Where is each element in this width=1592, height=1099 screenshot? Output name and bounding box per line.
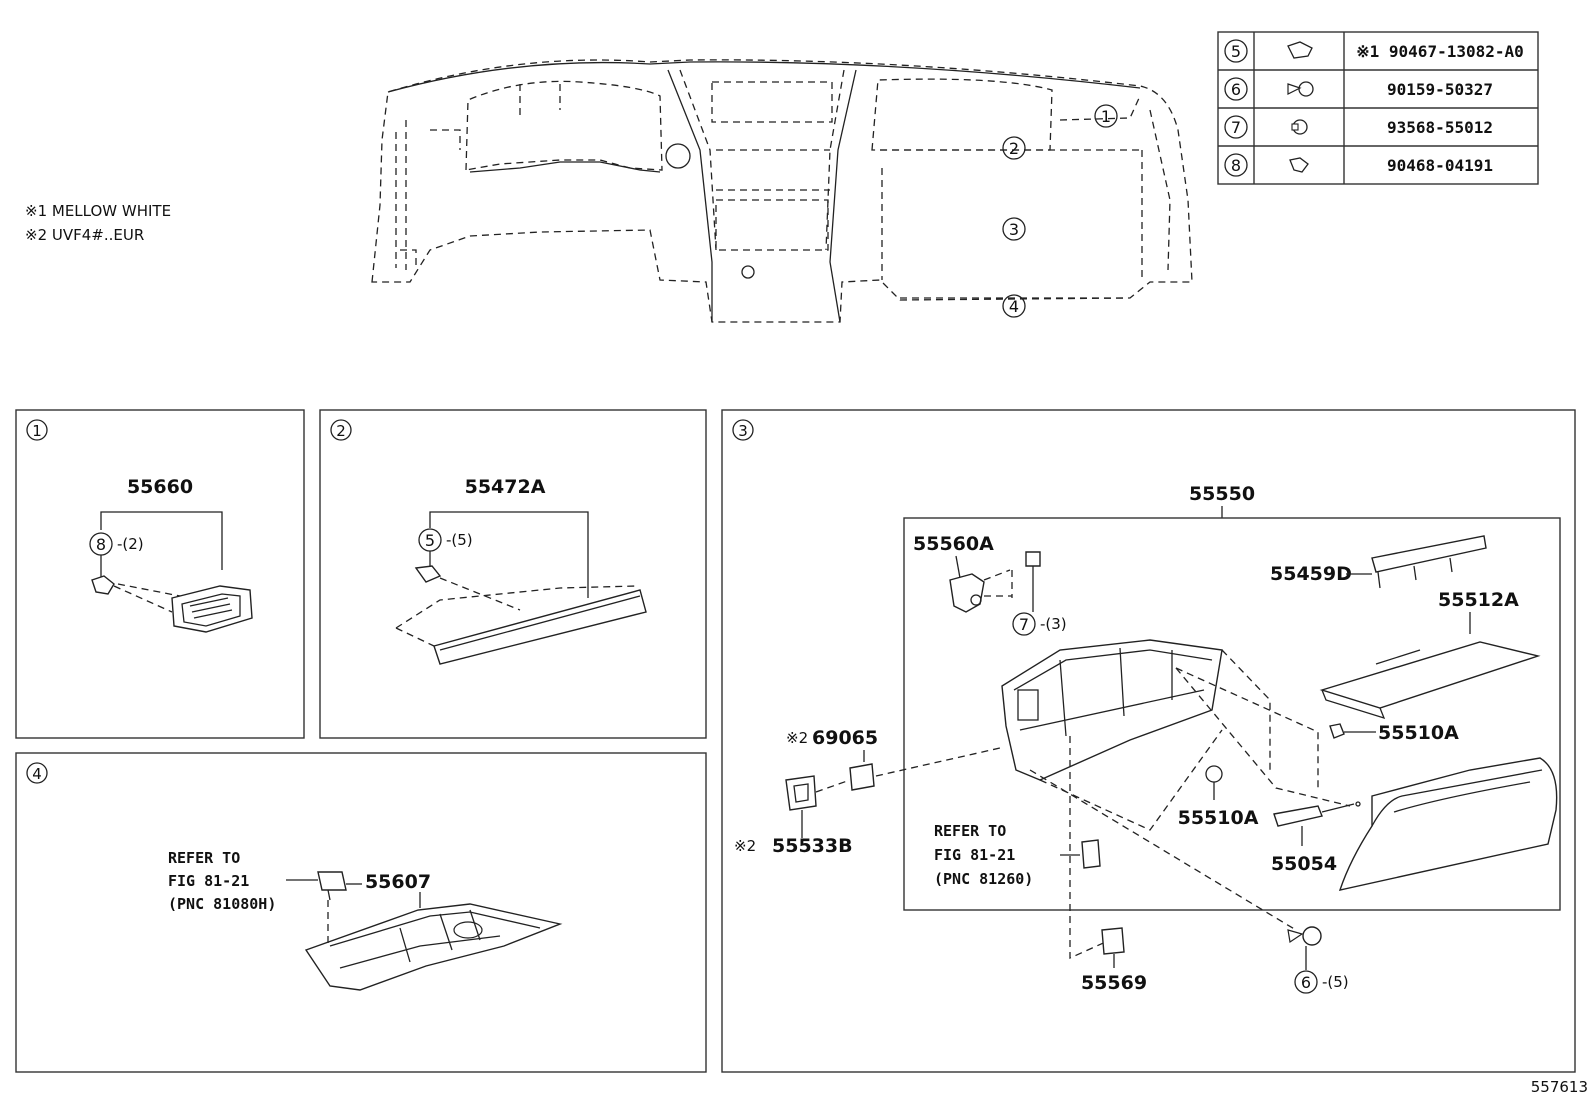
refer-fig-label-p4: FIG 81-21: [168, 872, 249, 890]
refer-to-label-p4: REFER TO: [168, 849, 240, 867]
part-55510A-right: 55510A: [1378, 722, 1459, 744]
part-55569: 55569: [1081, 972, 1147, 994]
cover-55533B: [785, 775, 817, 811]
svg-text:5: 5: [1231, 42, 1241, 61]
clip-icon: [1287, 41, 1313, 59]
part-55512A: 55512A: [1438, 589, 1519, 611]
overview-callout-4: 4: [1002, 294, 1026, 318]
note-uvf4-eur: ※2 UVF4#..EUR: [25, 226, 144, 244]
fastener-table: 5 ※1 90467-13082-A0 6 90159-50327 7 9356…: [1217, 31, 1539, 185]
fastener-part-5: ※1 90467-13082-A0: [1356, 42, 1524, 61]
svg-text:4: 4: [1009, 297, 1019, 316]
table-row-7: 7 93568-55012: [1224, 115, 1493, 139]
detail-panel-1: 1 55660 8 -(2): [15, 409, 305, 739]
clip-55569: [1101, 927, 1125, 955]
detail-panel-2: 2 55472A 5 -(5): [319, 409, 707, 739]
svg-text:7: 7: [1231, 118, 1241, 137]
glove-box-housing: [1001, 639, 1223, 781]
fastener-part-7: 93568-55012: [1387, 118, 1493, 137]
rivet-icon: [1291, 119, 1308, 135]
part-55054: 55054: [1271, 853, 1337, 875]
screw-icon: [1287, 81, 1314, 97]
svg-text:2: 2: [1009, 139, 1019, 158]
refer-fig-label-p3: FIG 81-21: [934, 846, 1015, 864]
refer-to-label-p3: REFER TO: [934, 822, 1006, 840]
fastener-6-callout: 6: [1301, 973, 1311, 992]
part-55550-glove-box-assy: 55550: [1189, 483, 1255, 505]
fastener-5-callout: 5: [425, 531, 435, 550]
refer-pnc-label-p4: (PNC 81080H): [168, 895, 276, 913]
instrument-panel-overview: 1 2 3 4: [371, 59, 1193, 323]
fastener-7-callout: 7: [1019, 615, 1029, 634]
glove-box-damper: [1273, 805, 1323, 827]
mark-55533B: ※2: [734, 837, 756, 855]
part-69065: 69065: [812, 727, 878, 749]
lower-trim-panel: [433, 589, 647, 665]
side-air-vent: [171, 585, 253, 633]
screw-6: [1287, 926, 1322, 946]
panel-1-id: 1: [32, 422, 42, 440]
part-55607: 55607: [365, 871, 431, 893]
glove-box-trim-strip: [1371, 535, 1487, 573]
glove-box-lock: [949, 573, 985, 613]
overview-callout-2: 2: [1002, 136, 1026, 160]
fastener-8-qty: -(2): [117, 535, 144, 553]
part-55660: 55660: [127, 476, 193, 498]
part-55533B: 55533B: [772, 835, 853, 857]
lower-instrument-cover: [304, 903, 563, 991]
part-55560A: 55560A: [913, 533, 994, 555]
detail-panel-3: 3 55550 55560A 7 -(3) 55459D 55512A: [721, 409, 1576, 1073]
diagram-id: 557613: [1531, 1078, 1588, 1096]
note-mellow-white: ※1 MELLOW WHITE: [25, 202, 171, 220]
part-55459D: 55459D: [1270, 563, 1352, 585]
overview-callout-3: 3: [1002, 217, 1026, 241]
mark-69065: ※2: [786, 729, 808, 747]
table-row-6: 6 90159-50327: [1224, 77, 1493, 101]
glove-box-inner-panel: [1319, 641, 1541, 709]
fastener-part-6: 90159-50327: [1387, 80, 1493, 99]
svg-text:8: 8: [1231, 156, 1241, 175]
lamp-switch: [849, 763, 875, 791]
fastener-7-qty: -(3): [1040, 615, 1067, 633]
svg-text:3: 3: [1009, 220, 1019, 239]
part-55472A: 55472A: [465, 476, 546, 498]
connector-81080H: [317, 871, 347, 891]
svg-text:6: 6: [1231, 80, 1241, 99]
panel-3-id: 3: [738, 422, 748, 440]
fastener-6-qty: -(5): [1322, 973, 1349, 991]
fastener-part-8: 90468-04191: [1387, 156, 1493, 175]
fastener-8-callout: 8: [96, 535, 106, 554]
glove-box-assembly-frame: [903, 517, 1561, 911]
refer-pnc-label-p3: (PNC 81260): [934, 870, 1033, 888]
detail-panel-4: 4 REFER TO FIG 81-21 (PNC 81080H) 55607: [15, 752, 707, 1073]
svg-text:1: 1: [1101, 107, 1111, 126]
part-55510A-middle: 55510A: [1178, 807, 1259, 829]
fastener-5-qty: -(5): [446, 531, 473, 549]
glove-box-door: [1338, 757, 1558, 891]
nut-clip-icon: [1289, 157, 1309, 173]
table-row-8: 8 90468-04191: [1224, 153, 1493, 177]
table-row-5: 5 ※1 90467-13082-A0: [1224, 39, 1524, 63]
panel-4-id: 4: [32, 765, 42, 783]
overview-callout-1: 1: [1094, 104, 1118, 128]
panel-2-id: 2: [336, 422, 346, 440]
